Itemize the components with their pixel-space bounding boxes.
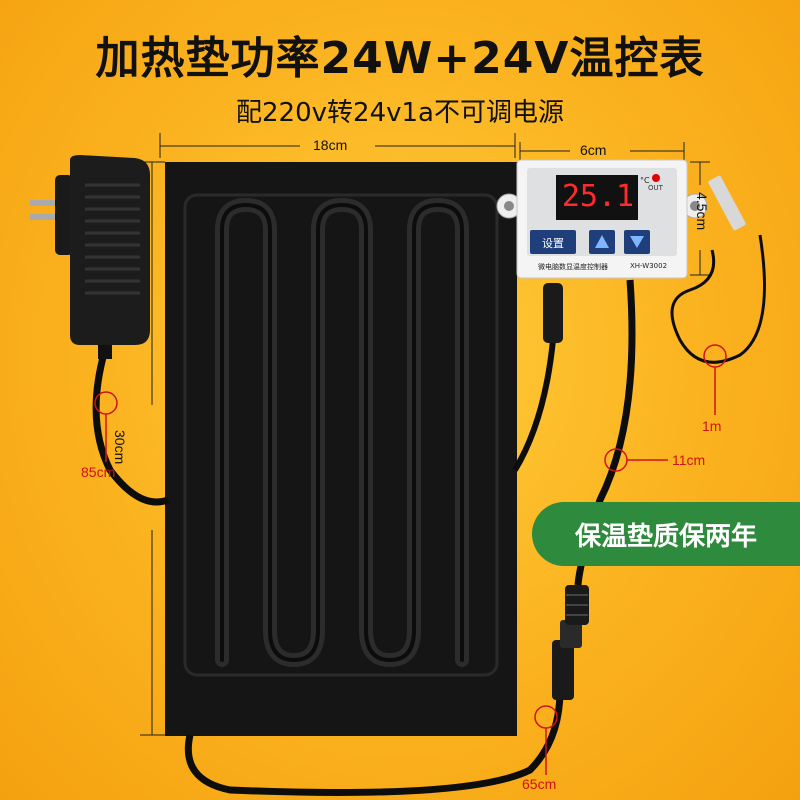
length-markers [94, 344, 727, 775]
probe-cable [670, 234, 766, 364]
height-label: 30cm [112, 430, 128, 465]
down-arrow-icon[interactable] [624, 230, 650, 254]
pad-lead-length-label: 65cm [522, 776, 557, 792]
height-dimension-line [140, 161, 165, 736]
unit-label: °C [640, 176, 650, 185]
controller-width-dimension-line [519, 142, 685, 160]
up-arrow-icon[interactable] [589, 230, 615, 254]
pad-lead-cable [184, 689, 564, 796]
controller-width-label: 6cm [580, 142, 607, 158]
controller-lead-length-label: 11cm [672, 452, 706, 468]
probe-length-label: 1m [702, 418, 722, 434]
warranty-badge: 保温垫质保两年 [532, 502, 800, 566]
page-subtitle: 配220v转24v1a不可调电源 [236, 98, 564, 128]
temperature-probe [708, 175, 746, 231]
thermostat-controller [496, 159, 708, 279]
width-label: 18cm [313, 137, 348, 153]
pad-to-controller-cable [512, 339, 556, 472]
controller-model: XH-W3002 [630, 262, 668, 270]
controller-name: 微电脑数显温度控制器 [538, 263, 608, 271]
power-adapter [30, 155, 150, 359]
out-label: OUT [648, 184, 663, 192]
adapter-cable [92, 349, 170, 506]
set-button[interactable]: 设置 [542, 237, 564, 250]
controller-height-dimension-line [690, 161, 710, 276]
page-title: 加热垫功率24W+24V温控表 [95, 33, 705, 84]
controller-height-label: 4.5cm [694, 192, 710, 231]
heating-pad [165, 162, 517, 736]
controller-plug [543, 283, 563, 343]
width-dimension-line [159, 133, 516, 158]
adapter-length-label: 85cm [81, 464, 116, 480]
dc-connector [552, 585, 589, 700]
temperature-display: 25.1 [561, 179, 635, 214]
